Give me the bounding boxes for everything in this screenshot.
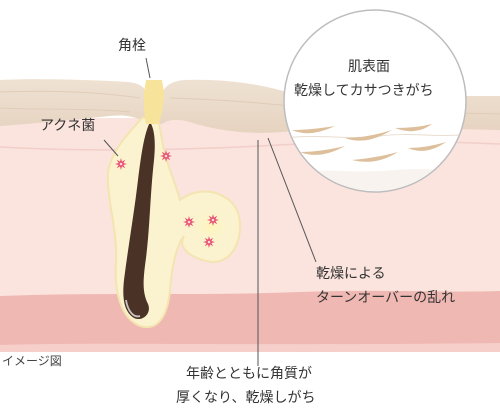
hair-shaft (123, 122, 155, 320)
skin-flake (292, 126, 335, 134)
turnover-label-line1: 乾燥による (316, 266, 386, 282)
bacteria-star (115, 158, 127, 170)
sebum-plug (144, 80, 164, 124)
bacteria-star (160, 150, 172, 162)
turnover-label-line2: ターンオーバーの乱れ (316, 290, 456, 306)
bacteria-label: アクネ菌 (40, 118, 96, 134)
plug-callout-line (145, 57, 151, 79)
skin-flake (408, 142, 446, 151)
plug-label: 角栓 (118, 38, 146, 54)
skin-flake (395, 124, 432, 132)
caption-label: イメージ図 (2, 354, 62, 368)
bacteria-star (203, 236, 215, 248)
bottom-label-line1: 年齢とともに角質が (186, 366, 312, 382)
callout-lines (103, 57, 317, 366)
bacteria-group (115, 150, 219, 248)
skin-flake (300, 146, 345, 155)
bacteria-callout-line (103, 139, 119, 157)
bacteria-star (207, 214, 219, 226)
zoom-title-line1: 肌表面 (348, 59, 390, 75)
skin-flake (352, 152, 398, 162)
turnover-callout-line (267, 137, 317, 263)
skin-flake (345, 130, 392, 141)
bacteria-star (183, 216, 195, 228)
zoom-title-line2: 乾燥してカサつきがち (294, 83, 434, 99)
zoom-bubble (283, 9, 467, 193)
bottom-label-line2: 厚くなり、乾燥しがち (176, 390, 316, 406)
